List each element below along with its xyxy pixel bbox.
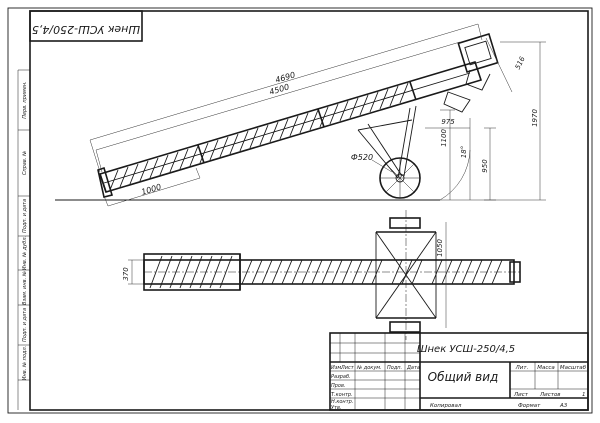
drive-top [509,261,521,283]
dim-950: 950 [481,159,489,173]
role-label: Дата [406,365,420,371]
dimensions-side [89,23,546,207]
role-label: Н.контр. [331,399,353,405]
support-frame [357,105,417,179]
dim-1100: 1100 [440,129,448,147]
discharge-chute [443,91,471,113]
axle-frame-top [375,210,437,340]
hdr-scale: Масштаб [560,365,587,371]
margin-label: Подп. и дата [22,199,28,233]
dim-1000: 1000 [140,182,162,196]
title-main: Шнек УСШ-250/4,5 [417,344,515,355]
margin-label: Взам. инв. № [22,271,28,305]
sheet-label: Лист [513,392,529,398]
hdr-mass: Масса [537,365,555,371]
sheets-count: 1 [582,392,586,398]
side-view: 4690 4500 1000 Ф520 975 1100 18° 950 197… [55,23,546,207]
dim-1050: 1050 [436,239,444,257]
sheets-label: Листов [539,392,561,398]
top-view: 370 1050 [122,210,521,340]
screw-flights-top [149,255,503,289]
margin-label: Инв. № дубл. [22,236,28,270]
margin-label: Справ. № [22,151,28,175]
wheel [379,157,421,199]
role-label: Подп. [387,365,402,371]
role-label: Изм. [331,365,343,371]
left-margin-strip: Перв. примен. Справ. № Подп. и дата Инв.… [17,69,30,410]
copied-label: Копировал [430,403,462,409]
format-label: Формат [518,403,541,409]
role-label: Пров. [331,383,346,389]
inlet-hopper [97,166,114,198]
margin-label: Инв. № подл. [22,346,28,381]
outer-border [7,7,593,414]
role-label: Лист [340,365,355,371]
dim-angle: 18° [460,146,468,158]
margin-label: Перв. примен. [22,81,28,119]
dim-370: 370 [122,267,130,281]
role-label: Т.контр. [331,392,353,398]
dim-1970: 1970 [531,109,539,127]
dim-520: Ф520 [351,153,373,162]
rotated-title-box: Шнек УСШ-250/4,5 [29,10,143,42]
title-block: Шнек УСШ-250/4,5 Общий вид Лит. Масса Ма… [329,332,589,411]
inner-frame [29,10,589,411]
screw-shaft [103,72,471,184]
margin-label: Подп. и дата [22,308,28,342]
role-label: Утв. [331,405,342,411]
role-label: № докум. [356,365,382,371]
rotated-title: Шнек УСШ-250/4,5 [32,23,140,36]
format-value: А3 [559,403,568,409]
dim-516: 516 [514,55,527,71]
role-label: Разраб. [331,374,351,380]
dim-4500: 4500 [268,82,290,96]
hdr-lit: Лит. [515,365,529,371]
drive-head [457,32,499,91]
title-view: Общий вид [428,370,499,384]
dim-975: 975 [441,118,455,126]
